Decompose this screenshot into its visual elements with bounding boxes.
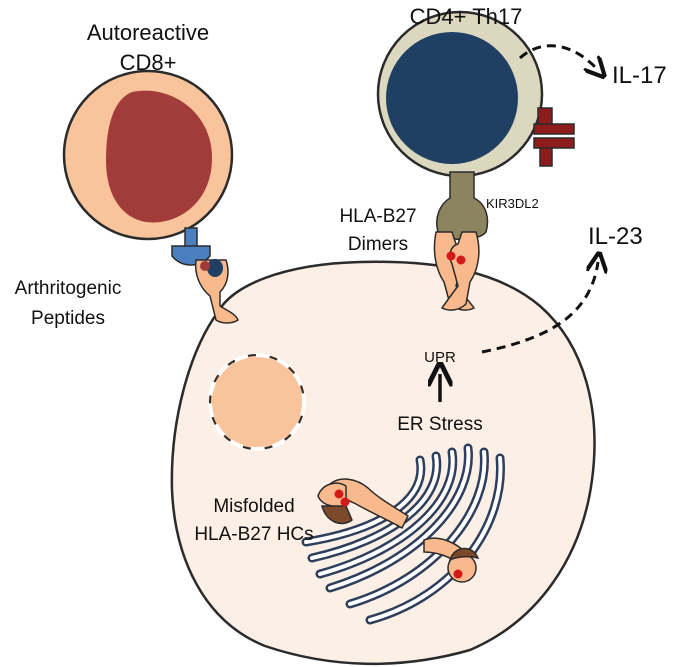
arthritogenic-label-1: Arthritogenic xyxy=(15,278,122,299)
kir3dl2-label: KIR3DL2 xyxy=(486,196,539,211)
nuclear-envelope-pores xyxy=(208,353,306,451)
il23-label: IL-23 xyxy=(588,223,643,250)
il17-label: IL-17 xyxy=(612,62,667,89)
arthritogenic-peptide xyxy=(200,261,210,271)
misfolded-hla-b27-heavy-chain xyxy=(317,478,409,530)
misfolded-hla-b27-heavy-chain-2 xyxy=(423,537,480,583)
cd8-t-cell xyxy=(62,69,234,241)
misfolded-label-2: HLA-B27 HCs xyxy=(194,524,313,545)
cd8-label: CD8+ xyxy=(120,50,177,75)
th17-cell xyxy=(376,10,544,178)
er-stress-label: ER Stress xyxy=(397,414,483,435)
cd8-nucleus xyxy=(106,90,212,223)
hla-b27-dimer xyxy=(433,231,480,311)
il17-secretion-arrow xyxy=(518,44,598,70)
il23-secretion-arrow xyxy=(481,262,598,354)
hla-dimers-label-2: Dimers xyxy=(348,234,408,255)
arthritogenic-label-2: Peptides xyxy=(31,308,105,329)
hla-dimers-label-1: HLA-B27 xyxy=(339,206,416,227)
th17-surface-receptor xyxy=(533,107,575,167)
upr-label: UPR xyxy=(424,349,456,366)
autoreactive-label: Autoreactive xyxy=(87,20,209,45)
th17-nucleus xyxy=(386,32,518,164)
hla-b27-peptide-complex xyxy=(194,259,239,324)
cd4-th17-label: CD4+ Th17 xyxy=(410,4,523,29)
misfolded-label-1: Misfolded xyxy=(213,496,294,517)
kir3dl2-receptor xyxy=(436,171,489,241)
